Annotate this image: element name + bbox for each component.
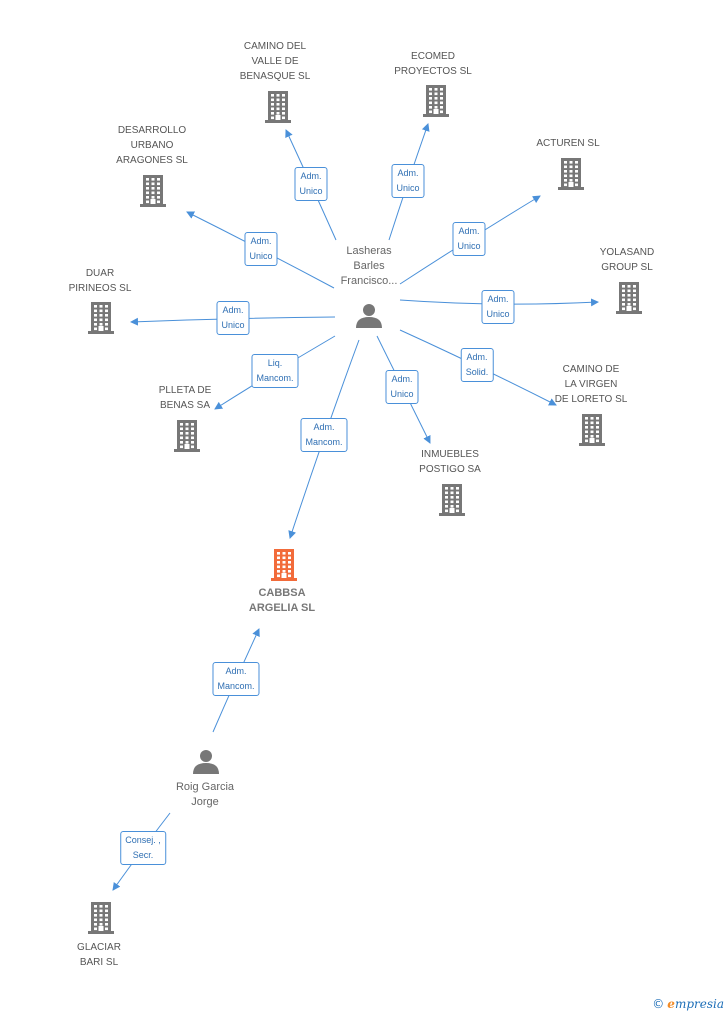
company-label-line: BENAS SA: [159, 400, 211, 411]
company-label-line: URBANO: [130, 140, 174, 151]
role-badge-line: Unico: [299, 186, 323, 196]
main-company-building-icon[interactable]: [271, 549, 297, 581]
company-building-icon[interactable]: [423, 85, 449, 117]
person-icon[interactable]: [193, 750, 219, 774]
company-label: CAMINO DEL VALLE DE BENASQUE SL: [240, 39, 311, 84]
company-building-icon[interactable]: [439, 484, 465, 516]
company-label-line: ECOMED: [411, 51, 455, 62]
company-building-icon[interactable]: [558, 158, 584, 190]
copyright-symbol: ©: [652, 997, 665, 1011]
main-company-label: CABBSA ARGELIA SL: [249, 586, 315, 616]
role-badge[interactable]: Consej. , Secr.: [120, 831, 166, 865]
role-badge-line: Unico: [221, 320, 245, 330]
main-company-label-line: CABBSA: [258, 587, 306, 599]
role-badge-line: Unico: [249, 251, 273, 261]
role-badge-line: Adm.: [391, 374, 413, 384]
role-badge-line: Adm.: [487, 294, 509, 304]
person-label-line: Francisco...: [340, 275, 398, 287]
company-label-line: BENASQUE SL: [239, 71, 311, 82]
company-label: ECOMED PROYECTOS SL: [394, 49, 472, 79]
person-label-line: Roig Garcia: [175, 781, 235, 793]
role-badge-line: Solid.: [465, 367, 489, 377]
role-badge-line: Mancom.: [217, 681, 255, 691]
company-building-icon[interactable]: [616, 282, 642, 314]
company-building-icon[interactable]: [265, 91, 291, 123]
company-label-line: ACTUREN SL: [536, 138, 600, 149]
company-label-line: POSTIGO SA: [419, 464, 481, 475]
person-label-line: Barles: [353, 260, 385, 272]
company-label-line: PLLETA DE: [158, 385, 212, 396]
empresia-watermark: ©empresia: [652, 997, 724, 1011]
brand-initial: e: [667, 997, 675, 1011]
company-label: DESARROLLO URBANO ARAGONES SL: [116, 123, 188, 168]
role-badge-line: Liq.: [267, 358, 283, 368]
role-badge-line: Adm.: [466, 352, 488, 362]
company-label-line: BARI SL: [79, 957, 119, 968]
role-badge-line: Adm.: [300, 171, 322, 181]
company-building-icon[interactable]: [88, 902, 114, 934]
role-badge[interactable]: Adm. Unico: [481, 290, 515, 324]
company-label-line: CAMINO DEL: [243, 41, 307, 52]
company-label-line: ARAGONES SL: [116, 155, 188, 166]
role-badge-line: Consej. ,: [125, 835, 161, 845]
person-label-line: Jorge: [191, 796, 219, 808]
company-building-icon[interactable]: [88, 302, 114, 334]
role-badge-line: Adm.: [313, 422, 335, 432]
role-badge-line: Mancom.: [305, 437, 343, 447]
brand-name: mpresia: [674, 997, 724, 1011]
company-label-line: INMUEBLES: [421, 449, 479, 460]
company-building-icon[interactable]: [174, 420, 200, 452]
role-badge[interactable]: Adm. Mancom.: [212, 662, 260, 696]
role-badge[interactable]: Adm. Unico: [385, 370, 419, 404]
role-badge-line: Mancom.: [256, 373, 294, 383]
role-badge-line: Adm.: [397, 168, 419, 178]
role-badge[interactable]: Adm. Unico: [391, 164, 425, 198]
role-badge[interactable]: Adm. Unico: [244, 232, 278, 266]
company-label-line: DUAR: [85, 268, 115, 279]
company-building-icon[interactable]: [140, 175, 166, 207]
company-label-line: GROUP SL: [601, 262, 653, 273]
role-badge[interactable]: Adm. Mancom.: [300, 418, 348, 452]
role-badge-line: Unico: [457, 241, 481, 251]
person-label-line: Lasheras: [346, 245, 392, 257]
main-company-label-line: ARGELIA SL: [248, 602, 316, 614]
role-badge[interactable]: Adm. Unico: [452, 222, 486, 256]
company-label: GLACIAR BARI SL: [77, 940, 121, 970]
role-badge-line: Unico: [396, 183, 420, 193]
role-badge-line: Adm.: [222, 305, 244, 315]
company-label-line: VALLE DE: [251, 56, 299, 67]
role-badge-line: Adm.: [458, 226, 480, 236]
company-label: INMUEBLES POSTIGO SA: [419, 447, 481, 477]
company-label-line: LA VIRGEN: [564, 379, 618, 390]
role-badge-line: Unico: [390, 389, 414, 399]
company-label: CAMINO DE LA VIRGEN DE LORETO SL: [555, 362, 628, 407]
company-label-line: DESARROLLO: [117, 125, 187, 136]
company-label: DUAR PIRINEOS SL: [69, 266, 132, 296]
company-label-line: GLACIAR: [77, 942, 121, 953]
role-badge-line: Secr.: [132, 850, 154, 860]
role-badge[interactable]: Adm. Solid.: [460, 348, 494, 382]
person-icon[interactable]: [356, 304, 382, 328]
role-badge[interactable]: Adm. Unico: [294, 167, 328, 201]
company-label: ACTUREN SL: [536, 136, 599, 151]
company-label-line: PROYECTOS SL: [394, 66, 472, 77]
company-label: YOLASAND GROUP SL: [600, 245, 654, 275]
role-badge[interactable]: Liq. Mancom.: [251, 354, 299, 388]
role-badge-line: Adm.: [250, 236, 272, 246]
company-label: PLLETA DE BENAS SA: [159, 383, 212, 413]
company-label-line: DE LORETO SL: [554, 394, 628, 405]
company-label-line: PIRINEOS SL: [68, 283, 132, 294]
company-label-line: CAMINO DE: [562, 364, 620, 375]
role-badge-line: Unico: [486, 309, 510, 319]
company-building-icon[interactable]: [579, 414, 605, 446]
role-badge-line: Adm.: [225, 666, 247, 676]
company-label-line: YOLASAND: [599, 247, 655, 258]
role-badge[interactable]: Adm. Unico: [216, 301, 250, 335]
